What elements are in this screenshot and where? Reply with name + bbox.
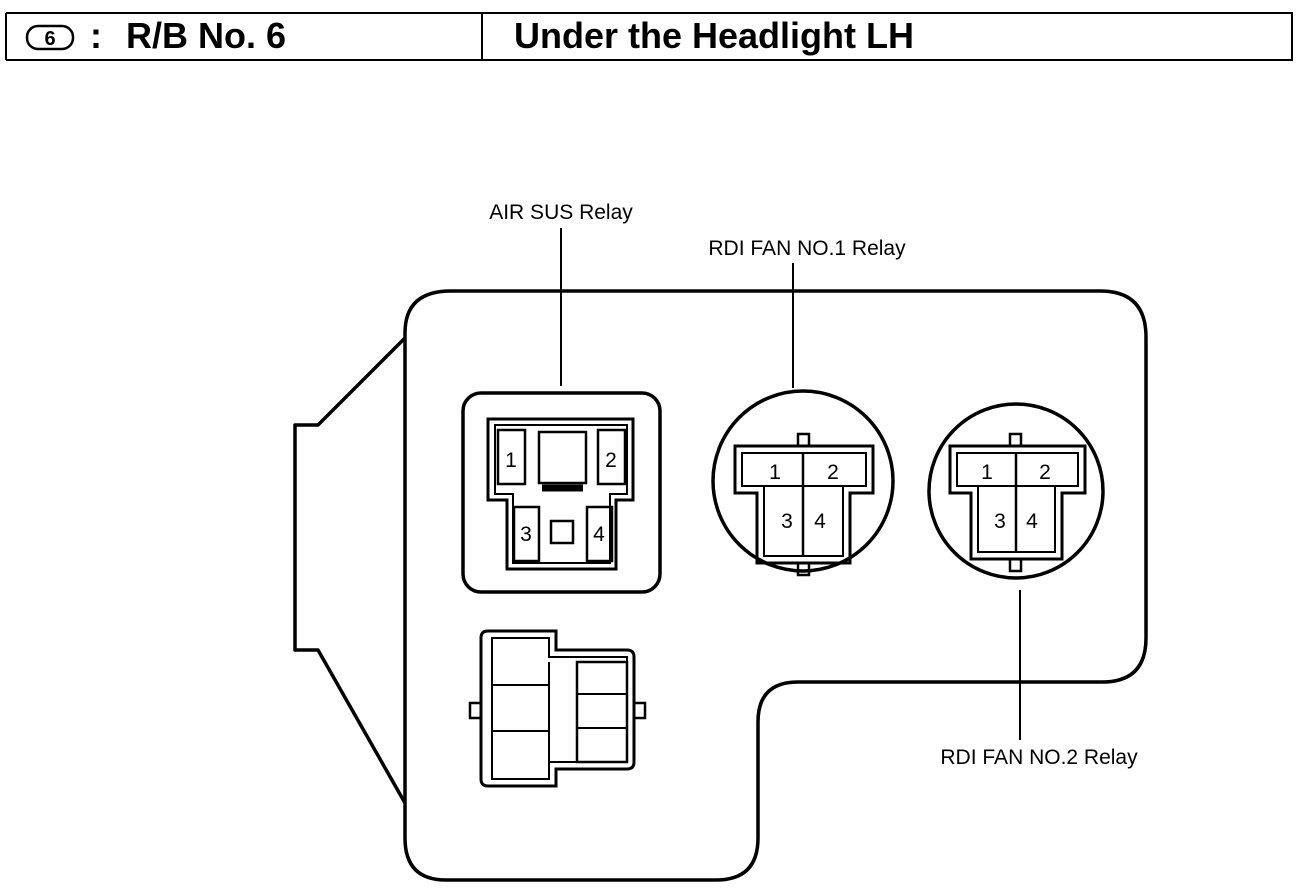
rdi-fan-1-pin-4: 4 (814, 510, 826, 533)
rdi-fan-2-relay-socket: 1 2 3 4 (927, 402, 1105, 580)
rdi-fan-1-relay-label: RDI FAN NO.1 Relay (708, 237, 906, 260)
rdi-fan-2-pin-4: 4 (1026, 510, 1038, 533)
rdi-fan-1-pin-1: 1 (769, 461, 781, 484)
callout-rdi-fan-2: RDI FAN NO.2 Relay (940, 590, 1138, 769)
rdi-fan-2-pin-1: 1 (981, 461, 993, 484)
air-sus-pin-4: 4 (593, 523, 605, 546)
block-location: Under the Headlight LH (514, 15, 914, 56)
block-connector (468, 629, 647, 788)
block-name: R/B No. 6 (126, 15, 286, 56)
air-sus-relay-label: AIR SUS Relay (489, 201, 633, 224)
air-sus-pin-1: 1 (505, 449, 517, 472)
callout-rdi-fan-1: RDI FAN NO.1 Relay (708, 237, 906, 388)
air-sus-pin-2: 2 (605, 449, 617, 472)
header-bar: 6 : R/B No. 6 Under the Headlight LH (5, 12, 1293, 61)
air-sus-pin-3: 3 (520, 523, 532, 546)
rdi-fan-1-pin-3: 3 (781, 510, 793, 533)
rdi-fan-1-pin-2: 2 (827, 461, 839, 484)
rdi-fan-2-pin-3: 3 (994, 510, 1006, 533)
callout-air-sus: AIR SUS Relay (489, 201, 633, 386)
rdi-fan-2-relay-label: RDI FAN NO.2 Relay (940, 746, 1138, 769)
rdi-fan-1-relay-socket: 1 2 3 4 (711, 389, 895, 577)
block-number: 6 (44, 28, 55, 50)
relay-block-housing (293, 289, 1148, 882)
header-separator: : (90, 15, 102, 56)
rdi-fan-2-pin-2: 2 (1039, 461, 1051, 484)
block-number-badge: 6 (25, 24, 75, 51)
air-sus-relay-socket: 1 2 3 4 (461, 391, 662, 594)
